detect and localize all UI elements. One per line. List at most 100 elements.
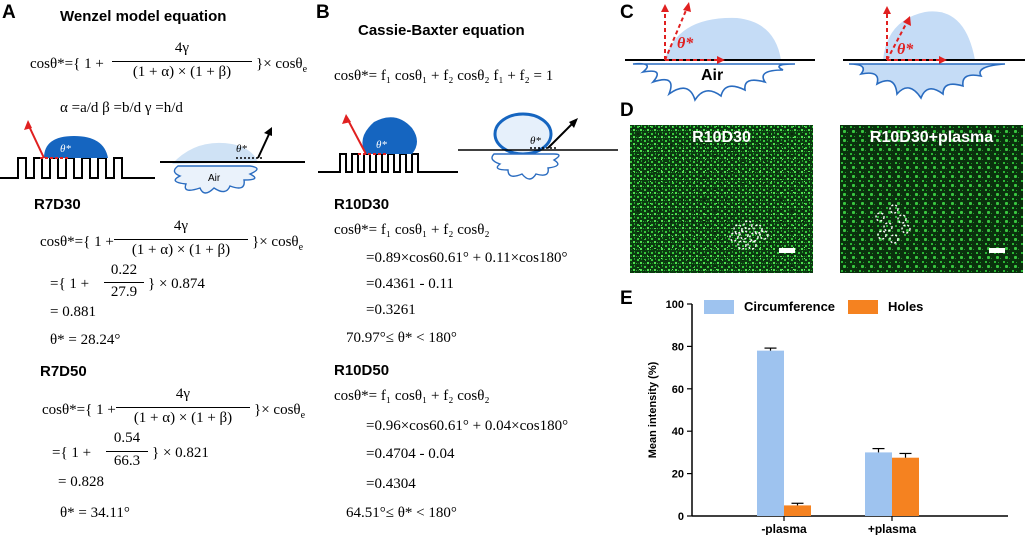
r7d50-eq-lhs: cosθ*={ 1 +: [42, 402, 116, 418]
r7d50-title: R7D50: [40, 363, 87, 380]
r10d30-line1: cosθ*= f₁ cosθ₁ + f₂ cosθ₂: [334, 222, 490, 238]
wenzel-eq-lhs: cosθ*={ 1 +: [30, 56, 104, 72]
r7d50-line2-den: 66.3: [113, 453, 141, 469]
arrow-head-right-left: [717, 56, 725, 64]
bar-circumference-plasma: [865, 452, 892, 516]
arrow-head-up-left: [661, 4, 669, 12]
r10d30-title: R10D30: [334, 196, 390, 213]
r7d30-line2-b: } × 0.874: [148, 276, 205, 292]
droplet: [44, 136, 108, 158]
wetted-pores-right: [848, 63, 1006, 100]
panel-letter-c: C: [620, 2, 634, 23]
pillar-substrate: [0, 157, 155, 179]
theta-label-left: θ*: [677, 35, 694, 52]
r10d50-line2: =0.96×cos60.61° + 0.04×cos180°: [366, 418, 569, 434]
air-pocket: [491, 153, 560, 180]
theta-label-right: θ*: [897, 41, 914, 58]
y-tick-label: 80: [672, 341, 684, 353]
air-pocket-left: [632, 62, 796, 102]
r7d30-line2-a: ={ 1 +: [50, 276, 90, 292]
cassie-equation: cosθ*= f₁ cosθ₁ + f₂ cosθ₂ f₁ + f₂ = 1: [334, 68, 554, 84]
panel-a-title: Wenzel model equation: [60, 8, 227, 25]
r10d30-line4: =0.3261: [366, 302, 416, 318]
legend-label-holes: Holes: [888, 299, 923, 314]
x-tick-label: -plasma: [761, 522, 807, 535]
panel-b-title: Cassie-Baxter equation: [358, 22, 525, 39]
y-tick-label: 60: [672, 384, 684, 396]
r7d50-eq-numerator: 4γ: [175, 386, 191, 402]
r10d50-title: R10D50: [334, 362, 390, 379]
r10d30-line3: =0.4361 - 0.11: [366, 276, 454, 292]
panel-letter-a: A: [2, 2, 16, 23]
panel-letter-b: B: [316, 2, 330, 23]
r7d50-eq-denominator: (1 + α) × (1 + β): [133, 410, 233, 426]
bar-holes-plasma: [784, 505, 811, 516]
tangent-arrow: [347, 119, 367, 155]
air-pocket: [173, 165, 258, 194]
micrograph-r10d30-plasma: R10D30+plasma: [840, 125, 1023, 273]
tangent-dash-right: [886, 21, 908, 61]
wenzel-schematic: θ* Air θ*: [0, 120, 305, 194]
wenzel-eq-denominator: (1 + α) × (1 + β): [132, 64, 232, 80]
theta-label-2: θ*: [530, 135, 541, 147]
legend-label-circumference: Circumference: [744, 299, 835, 314]
wenzel-eq-numerator: 4γ: [174, 40, 190, 56]
r7d50-line2-a: ={ 1 +: [52, 445, 92, 461]
r7d30-eq-rhs: }× cosθe: [252, 234, 304, 253]
scale-bar-1: [779, 248, 795, 253]
y-axis-title: Mean intensity (%): [647, 361, 659, 458]
hole-markers: [875, 204, 911, 244]
y-tick-label: 20: [672, 469, 684, 481]
tangent-arrow-2: [257, 131, 271, 159]
r7d30-eq-denominator: (1 + α) × (1 + β): [131, 242, 231, 258]
arrow-head-tangent-left: [683, 2, 691, 12]
r7d30-line2-den: 27.9: [110, 284, 138, 300]
r7d30-result: θ* = 28.24°: [50, 332, 121, 348]
r10d50-line4: =0.4304: [366, 476, 416, 492]
tangent-dash-left: [664, 7, 688, 61]
droplet-left: [665, 17, 781, 60]
theta-label-2: θ*: [236, 143, 247, 155]
panel-letter-d: D: [620, 100, 634, 121]
x-tick-label: +plasma: [868, 522, 917, 535]
arrow-head: [342, 114, 351, 124]
r7d30-line2-num: 0.22: [110, 262, 138, 278]
r10d50-line3: =0.4704 - 0.04: [366, 446, 455, 462]
r10d50-result: 64.51°≤ θ* < 180°: [346, 505, 457, 521]
r7d50-line3: = 0.828: [58, 474, 104, 490]
y-tick-label: 0: [678, 511, 684, 523]
r10d30-result: 70.97°≤ θ* < 180°: [346, 330, 457, 346]
arrow-head: [24, 120, 32, 130]
tangent-arrow-2: [547, 121, 575, 149]
micrograph-label-1: R10D30: [692, 129, 751, 146]
air-label: Air: [701, 67, 723, 84]
wenzel-fraction-bar: [112, 61, 252, 62]
micrograph-label-2: R10D30+plasma: [869, 129, 994, 146]
cassie-schematic: θ* θ*: [318, 112, 618, 180]
droplet-right: [883, 11, 975, 60]
hole-markers: [729, 220, 769, 250]
r10d50-line1: cosθ*= f₁ cosθ₁ + f₂ cosθ₂: [334, 388, 490, 404]
arrow-head-2: [264, 127, 272, 136]
plasma-schematic: Air θ* θ*: [625, 2, 1025, 102]
r7d30-eq-lhs: cosθ*={ 1 +: [40, 234, 114, 250]
arrow-head-up-right: [883, 6, 891, 14]
r7d50-result: θ* = 34.11°: [60, 505, 130, 521]
arrow-head-right-right: [939, 56, 947, 64]
r7d30-line2-bar: [104, 282, 144, 283]
scale-bar-2: [989, 248, 1005, 253]
r7d50-line2-bar: [106, 451, 148, 452]
y-tick-label: 40: [672, 426, 684, 438]
theta-label: θ*: [376, 139, 387, 151]
pillar-substrate: [318, 153, 458, 173]
bar-holes-plasma: [892, 457, 919, 516]
legend-swatch-holes: [848, 300, 878, 314]
arrow-head-2: [569, 118, 578, 128]
theta-label: θ*: [60, 143, 71, 155]
panel-letter-e: E: [620, 288, 633, 309]
r7d30-line3: = 0.881: [50, 304, 96, 320]
arrow-head-tangent-right: [903, 16, 911, 26]
tangent-arrow: [27, 123, 45, 159]
r7d50-fraction-bar: [116, 407, 250, 408]
